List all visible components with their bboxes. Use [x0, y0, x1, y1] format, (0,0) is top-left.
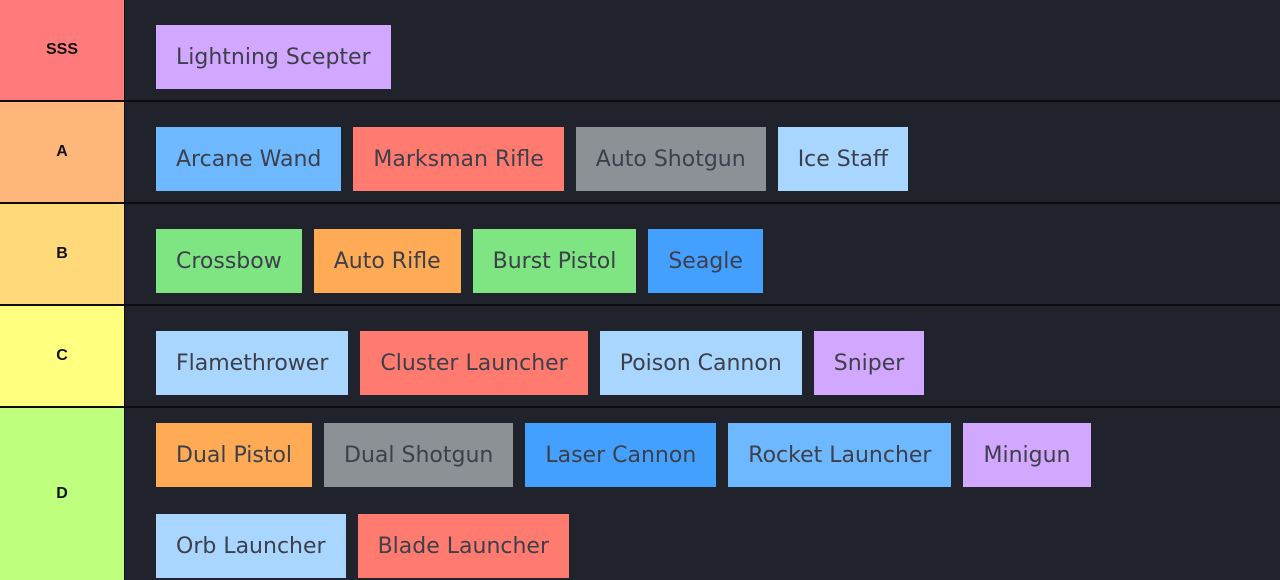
weapon-card-auto-rifle[interactable]: Auto Rifle [313, 229, 461, 293]
tier-row-sss: SSS Lightning Scepter [0, 0, 1280, 102]
weapon-card-laser-cannon[interactable]: Laser Cannon [525, 423, 717, 487]
weapon-card-sniper[interactable]: Sniper [813, 331, 925, 395]
tier-label-b[interactable]: B [0, 204, 125, 304]
weapon-card-flamethrower[interactable]: Flamethrower [156, 331, 349, 395]
weapon-card-poison-cannon[interactable]: Poison Cannon [599, 331, 802, 395]
weapon-card-seagle[interactable]: Seagle [648, 229, 763, 293]
tier-row-a: A Arcane Wand Marksman Rifle Auto Shotgu… [0, 102, 1280, 204]
weapon-card-lightning-scepter[interactable]: Lightning Scepter [156, 25, 391, 89]
tier-label-d[interactable]: D [0, 408, 125, 580]
tier-row-b: B Crossbow Auto Rifle Burst Pistol Seagl… [0, 204, 1280, 306]
tier-items-a[interactable]: Arcane Wand Marksman Rifle Auto Shotgun … [125, 102, 1280, 202]
tier-row-c: C Flamethrower Cluster Launcher Poison C… [0, 306, 1280, 408]
weapon-card-minigun[interactable]: Minigun [963, 423, 1091, 487]
weapon-card-blade-launcher[interactable]: Blade Launcher [357, 514, 570, 578]
weapon-card-auto-shotgun[interactable]: Auto Shotgun [575, 127, 766, 191]
tier-items-d[interactable]: Dual Pistol Dual Shotgun Laser Cannon Ro… [125, 408, 1280, 580]
weapon-card-dual-pistol[interactable]: Dual Pistol [156, 423, 313, 487]
weapon-card-crossbow[interactable]: Crossbow [156, 229, 302, 293]
weapon-card-ice-staff[interactable]: Ice Staff [777, 127, 909, 191]
tier-items-sss[interactable]: Lightning Scepter [125, 0, 1280, 100]
tier-label-c[interactable]: C [0, 306, 125, 406]
tier-row-d: D Dual Pistol Dual Shotgun Laser Cannon … [0, 408, 1280, 580]
weapon-card-cluster-launcher[interactable]: Cluster Launcher [360, 331, 588, 395]
tier-items-b[interactable]: Crossbow Auto Rifle Burst Pistol Seagle [125, 204, 1280, 304]
weapon-card-arcane-wand[interactable]: Arcane Wand [156, 127, 342, 191]
weapon-card-burst-pistol[interactable]: Burst Pistol [472, 229, 637, 293]
tier-label-sss[interactable]: SSS [0, 0, 125, 100]
weapon-card-marksman-rifle[interactable]: Marksman Rifle [353, 127, 564, 191]
tier-label-a[interactable]: A [0, 102, 125, 202]
weapon-card-orb-launcher[interactable]: Orb Launcher [156, 514, 346, 578]
weapon-card-rocket-launcher[interactable]: Rocket Launcher [728, 423, 952, 487]
tier-items-c[interactable]: Flamethrower Cluster Launcher Poison Can… [125, 306, 1280, 406]
weapon-card-dual-shotgun[interactable]: Dual Shotgun [324, 423, 514, 487]
